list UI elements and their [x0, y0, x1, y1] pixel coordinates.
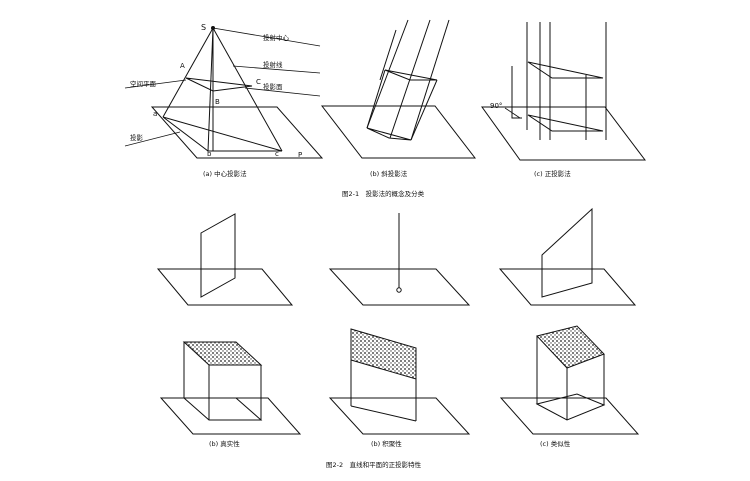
oblique-edge-1 [366, 69, 386, 129]
oblique-space-triangle [384, 69, 438, 81]
label-P: P [298, 151, 302, 159]
caption-2-2-b: (b) 积聚性 [371, 439, 402, 448]
label-a: a [153, 110, 157, 118]
angle-leader [504, 107, 521, 119]
oblique-plane [320, 105, 477, 159]
label-center: 投射中心 [263, 33, 290, 42]
angle-label: 90° [490, 102, 502, 110]
space-triangle [185, 77, 253, 92]
line-plane-row-1 [156, 207, 637, 306]
wedge-bottom [535, 393, 606, 421]
ortho-plane [481, 106, 647, 161]
ray-a [162, 27, 214, 118]
leader-shadow [244, 87, 321, 97]
label-C: C [256, 78, 261, 86]
label-ray: 投射线 [263, 60, 283, 69]
leader-proj [124, 131, 181, 147]
box-top-textured [182, 341, 263, 366]
panel-oblique-projection: (b) 斜投影法 [320, 19, 477, 178]
label-proj: 投影 [130, 133, 144, 142]
ray-c [212, 27, 283, 152]
plane-2 [328, 268, 471, 306]
plane-1 [156, 268, 294, 306]
oblique-projected-triangle [366, 127, 412, 141]
oblique-ray-2 [389, 19, 431, 139]
leader-ray [232, 65, 321, 74]
projection-plane [150, 106, 324, 159]
ortho-space-triangle [527, 61, 604, 79]
label-A: A [180, 62, 185, 70]
figure-2-2-caption: 图2-2 直线和平面的正投影特性 [326, 460, 422, 469]
label-shadow: 投影面 [263, 82, 283, 91]
line-point [396, 287, 402, 293]
caption-c: (c) 正投影法 [534, 169, 571, 178]
right-angle-mark [511, 66, 522, 119]
panel-orthographic-projection: 90° (c) 正投影法 [481, 22, 647, 178]
caption-2-2-a: (b) 真实性 [209, 439, 240, 448]
line-plane-row-2: (b) 真实性 (b) 积聚性 (c) 类似性 [159, 325, 640, 448]
label-c: c [275, 150, 279, 158]
label-space: 空间平面 [130, 79, 157, 88]
caption-a: (a) 中心投影法 [203, 169, 247, 178]
panel-central-projection: S A B C a b c P 投射中心 投射线 投影面 空间平面 投影 (a)… [124, 23, 324, 178]
ray-b [207, 27, 214, 152]
wedge-top-textured [536, 325, 605, 369]
plane-3 [498, 268, 637, 306]
oblique-ray-1 [366, 19, 409, 129]
plane-4 [159, 397, 302, 435]
leader-center [212, 27, 321, 47]
label-b: b [207, 150, 212, 158]
oblique-ray-4 [379, 29, 397, 81]
projected-triangle [162, 116, 283, 152]
inclined-plane [541, 207, 593, 298]
caption-b: (b) 斜投影法 [370, 169, 408, 178]
plane-6 [499, 397, 640, 435]
slant-edge-3 [350, 405, 417, 422]
vertical-plane [200, 213, 236, 298]
figure-2-1-caption: 图2-1 投影法的概念及分类 [342, 189, 425, 198]
label-S: S [201, 23, 206, 32]
label-B: B [215, 98, 220, 106]
caption-2-2-c: (c) 类似性 [540, 439, 571, 448]
ortho-projected-triangle [527, 114, 604, 132]
plane-5 [328, 397, 471, 435]
slanted-plane-textured [350, 328, 417, 380]
oblique-edge-2 [410, 79, 438, 141]
leader-space [124, 79, 187, 89]
box-bottom [182, 397, 263, 421]
